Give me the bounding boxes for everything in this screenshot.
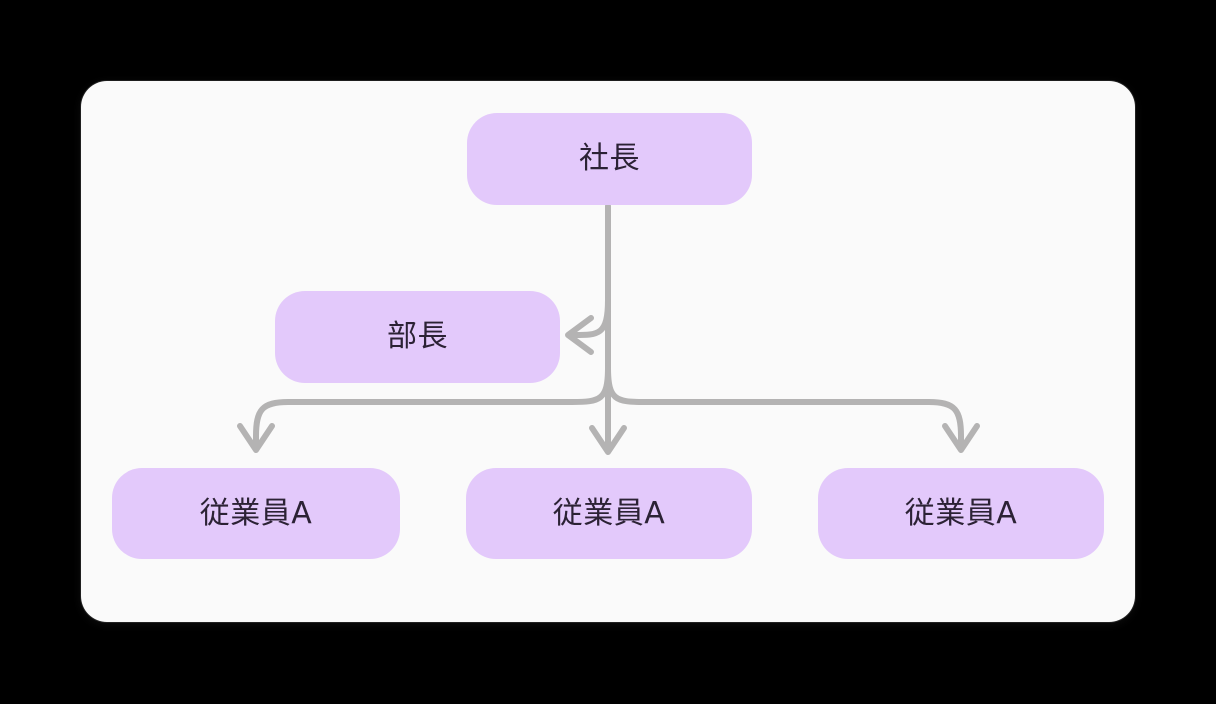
org-node-employee-2-label: 従業員A <box>552 495 666 531</box>
org-node-employee-3-label: 従業員A <box>904 495 1018 531</box>
org-node-ceo-label: 社長 <box>579 141 640 176</box>
org-node-employee-3[interactable]: 従業員A <box>818 468 1104 559</box>
org-node-employee-1-label: 従業員A <box>199 495 313 531</box>
org-node-employee-2[interactable]: 従業員A <box>466 468 752 559</box>
org-node-manager[interactable]: 部長 <box>275 291 560 383</box>
org-node-employee-1[interactable]: 従業員A <box>112 468 400 559</box>
org-node-ceo[interactable]: 社長 <box>467 113 752 205</box>
org-node-manager-label: 部長 <box>387 319 448 354</box>
